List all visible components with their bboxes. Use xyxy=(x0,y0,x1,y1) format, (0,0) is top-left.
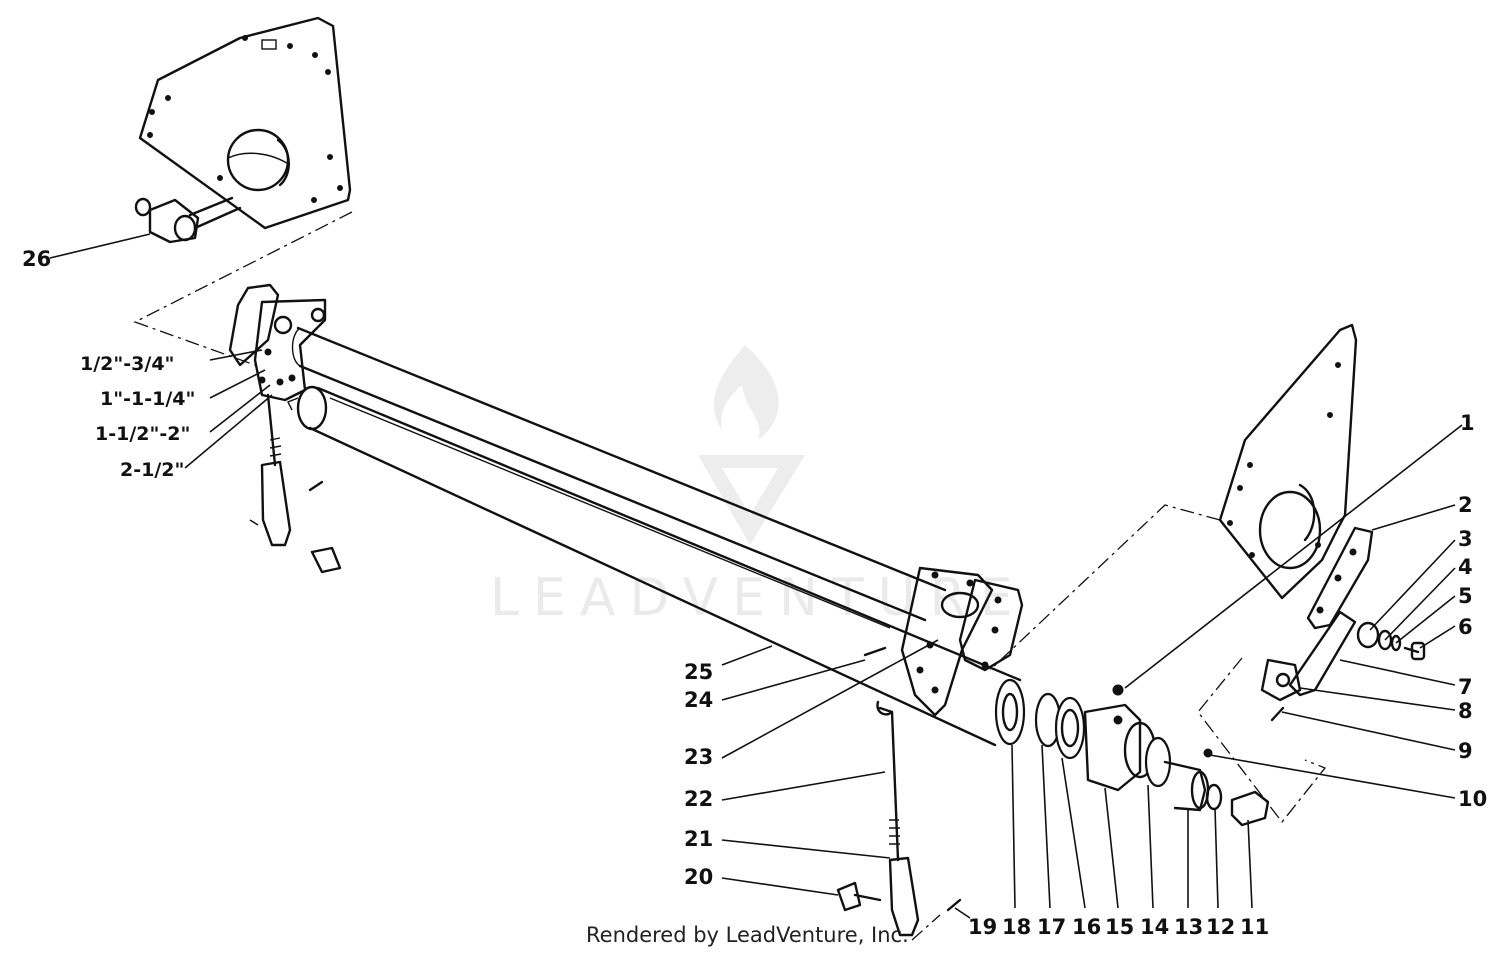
left-adjustment-rod xyxy=(249,393,342,574)
leader-lines xyxy=(49,233,1463,919)
callout-17: 17 xyxy=(1037,915,1066,939)
callout-7: 7 xyxy=(1458,675,1473,699)
callout-22: 22 xyxy=(684,787,713,811)
right-side-plate xyxy=(1218,323,1358,600)
callout-13: 13 xyxy=(1174,915,1203,939)
size-label-half-to-three-quarter: 1/2"-3/4" xyxy=(80,353,174,375)
callout-24: 24 xyxy=(684,688,713,712)
callout-6: 6 xyxy=(1458,615,1473,639)
callout-2: 2 xyxy=(1458,493,1473,517)
callout-3: 3 xyxy=(1458,527,1473,551)
callout-19: 19 xyxy=(968,915,997,939)
size-label-two-and-half: 2-1/2" xyxy=(120,459,184,481)
callout-20: 20 xyxy=(684,865,713,889)
watermark-text: LEADVENTURE xyxy=(490,568,1027,628)
render-credit: Rendered by LeadVenture, Inc. xyxy=(586,923,909,947)
top-left-side-plate xyxy=(138,16,352,230)
part-callouts: 1 2 3 4 5 6 7 8 9 10 11 12 13 14 15 16 1… xyxy=(22,247,1487,939)
callout-9: 9 xyxy=(1458,739,1473,763)
callout-1: 1 xyxy=(1460,411,1475,435)
callout-5: 5 xyxy=(1458,584,1473,608)
callout-11: 11 xyxy=(1240,915,1269,939)
callout-25: 25 xyxy=(684,660,713,684)
callout-4: 4 xyxy=(1458,555,1473,579)
part-26-bracket xyxy=(134,196,242,244)
callout-23: 23 xyxy=(684,745,713,769)
bearing-stack xyxy=(994,678,1270,827)
size-label-one-to-one-quarter: 1"-1-1/4" xyxy=(100,388,195,410)
center-mounting-plates xyxy=(900,566,1024,717)
upper-shaft xyxy=(291,326,947,622)
callout-15: 15 xyxy=(1105,915,1134,939)
callout-12: 12 xyxy=(1206,915,1235,939)
leadventure-watermark-logo: LEADVENTURE xyxy=(490,345,1027,628)
size-label-one-half-to-two: 1-1/2"-2" xyxy=(95,423,190,445)
callout-21: 21 xyxy=(684,827,713,851)
callout-8: 8 xyxy=(1458,699,1473,723)
callout-14: 14 xyxy=(1140,915,1169,939)
height-size-labels: 1/2"-3/4" 1"-1-1/4" 1-1/2"-2" 2-1/2" xyxy=(80,353,195,481)
right-linkage xyxy=(1260,526,1426,722)
callout-26: 26 xyxy=(22,247,51,271)
center-adjustment-rod xyxy=(836,646,962,937)
callout-16: 16 xyxy=(1072,915,1101,939)
callout-18: 18 xyxy=(1002,915,1031,939)
left-mounting-plates xyxy=(228,283,327,402)
roller-part-25 xyxy=(287,385,1022,747)
callout-10: 10 xyxy=(1458,787,1487,811)
